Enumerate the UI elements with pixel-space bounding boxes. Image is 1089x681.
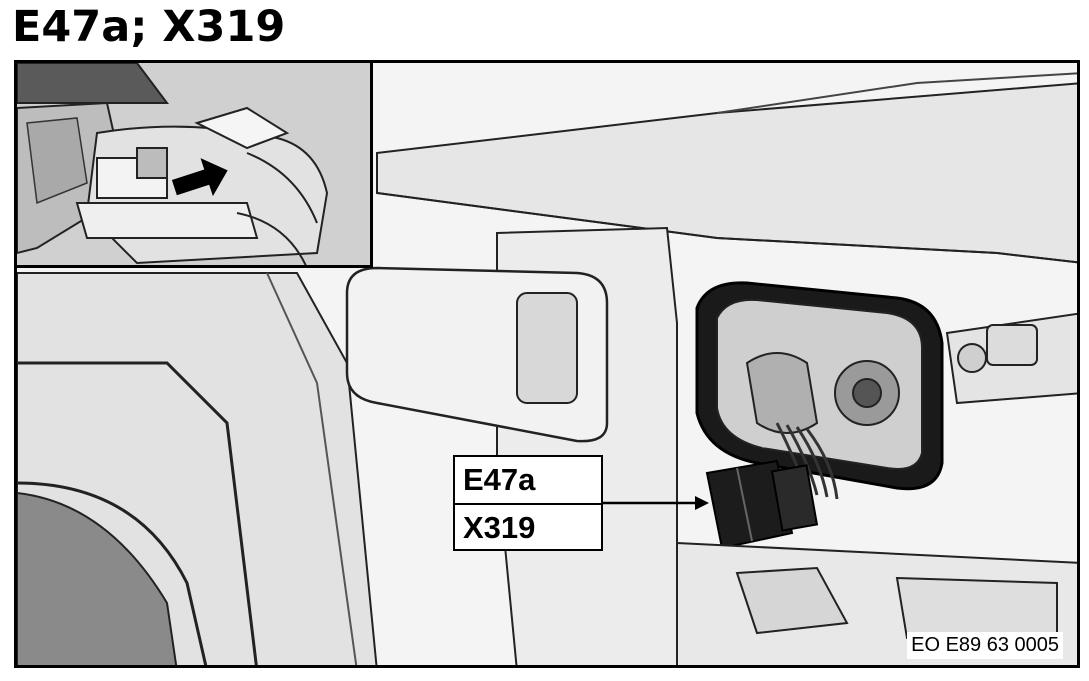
vehicle-rear-illustration — [17, 63, 1077, 665]
page-title: E47a; X319 — [12, 2, 286, 52]
arrow-icon — [171, 158, 228, 197]
inset-illustration — [17, 63, 370, 265]
callout-label-e47a: E47a — [463, 462, 536, 497]
main-illustration: E47a X319 EO E89 63 0005 — [14, 60, 1080, 668]
connector-callout: E47a X319 — [453, 455, 603, 551]
callout-label-x319: X319 — [455, 503, 601, 551]
figure-code: EO E89 63 0005 — [907, 632, 1063, 659]
inset-detail-view — [17, 63, 373, 268]
